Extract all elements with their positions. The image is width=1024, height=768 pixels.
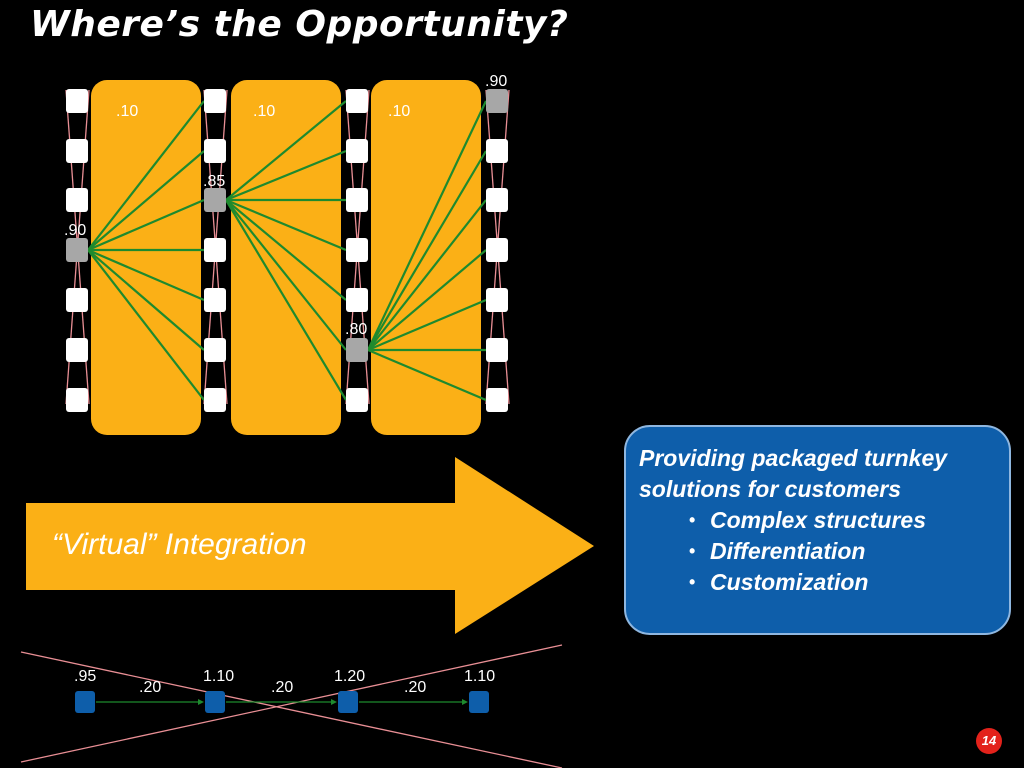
- firm-node: [66, 338, 88, 362]
- firm-node: [204, 338, 226, 362]
- chain-link-arrowhead: [462, 699, 468, 705]
- firm-node: [66, 89, 88, 113]
- chain-node-label: .95: [74, 668, 96, 685]
- linkage-line: [367, 249, 487, 351]
- stage-column: [231, 80, 341, 435]
- firm-node: [346, 89, 368, 113]
- chain-cross-line: [20, 651, 563, 768]
- firm-node: [346, 238, 368, 262]
- linkage-line: [225, 149, 347, 202]
- chain-link-label: .20: [139, 679, 161, 696]
- firm-node: [66, 188, 88, 212]
- firm-node: [486, 139, 508, 163]
- arrow-label: “Virtual” Integration: [52, 528, 307, 561]
- chain-node-label: 1.10: [203, 668, 234, 685]
- chain-link-label: .20: [404, 679, 426, 696]
- bullet-icon: •: [689, 572, 696, 592]
- linkage-line: [87, 100, 205, 251]
- firm-node: [204, 139, 226, 163]
- firm-node: [486, 388, 508, 412]
- firm-nodes: [66, 89, 508, 412]
- linkage-line: [225, 100, 347, 201]
- firm-node: [66, 388, 88, 412]
- linkage-line: [87, 249, 205, 401]
- linkage-line: [87, 150, 205, 251]
- chain-node: [469, 691, 489, 713]
- node-value-label: .80: [345, 321, 367, 338]
- chain-link-arrowhead: [198, 699, 204, 705]
- firm-node-highlighted: [346, 338, 368, 362]
- firm-node: [346, 139, 368, 163]
- node-value-label: .85: [203, 173, 225, 190]
- callout-bullet: •Complex structures: [685, 505, 999, 536]
- callout-bullet: •Differentiation: [685, 536, 999, 567]
- chain-node-label: 1.10: [464, 668, 495, 685]
- chain-link-arrowhead: [331, 699, 337, 705]
- integrated-chain: .95 1.10 1.20 1.10 .20 .20 .20: [20, 644, 563, 768]
- bullet-icon: •: [689, 541, 696, 561]
- firm-node: [66, 139, 88, 163]
- node-value-label: .90: [485, 73, 507, 90]
- chain-node: [205, 691, 225, 713]
- firm-node: [486, 238, 508, 262]
- linkage-lines: [87, 100, 487, 402]
- callout-bullet-list: •Complex structures •Differentiation •Cu…: [639, 505, 999, 598]
- page-title: Where’s the Opportunity?: [30, 4, 569, 45]
- firm-node: [66, 288, 88, 312]
- linkage-line: [225, 199, 347, 301]
- linkage-line: [225, 199, 347, 401]
- linkage-line: [367, 348, 487, 402]
- linkage-line: [367, 100, 487, 351]
- linkage-line: [225, 199, 347, 351]
- firm-node: [204, 238, 226, 262]
- column-label: .10: [388, 103, 410, 120]
- firm-node-highlighted: [204, 188, 226, 212]
- firm-node: [486, 338, 508, 362]
- chain-node: [338, 691, 358, 713]
- callout-heading: Providing packaged turnkey solutions for…: [639, 445, 948, 502]
- node-value-label: .90: [64, 222, 86, 239]
- linkage-line: [87, 249, 205, 351]
- firm-node: [346, 388, 368, 412]
- linkage-line: [225, 198, 347, 252]
- firm-node: [204, 388, 226, 412]
- opportunity-callout: Providing packaged turnkey solutions for…: [624, 425, 1011, 635]
- firm-node: [486, 188, 508, 212]
- firm-node: [346, 288, 368, 312]
- firm-node: [204, 89, 226, 113]
- callout-bullet: •Customization: [685, 567, 999, 598]
- column-label: .10: [116, 103, 138, 120]
- firm-node: [486, 288, 508, 312]
- stage-columns: [91, 80, 481, 435]
- chain-node-label: 1.20: [334, 668, 365, 685]
- firm-node: [346, 188, 368, 212]
- chain-node: [75, 691, 95, 713]
- page-number-badge: 14: [976, 728, 1002, 754]
- linkage-line: [367, 298, 487, 352]
- stage-column: [371, 80, 481, 435]
- firm-node-highlighted: [66, 238, 88, 262]
- linkage-line: [87, 248, 205, 302]
- bullet-icon: •: [689, 510, 696, 530]
- stage-column: [91, 80, 201, 435]
- linkage-line: [87, 198, 205, 252]
- linkage-line: [367, 199, 487, 351]
- chain-link-label: .20: [271, 679, 293, 696]
- firm-node: [204, 288, 226, 312]
- integration-arrow: [26, 457, 594, 634]
- chain-cross-line: [20, 644, 563, 763]
- column-label: .10: [253, 103, 275, 120]
- linkage-line: [367, 150, 487, 351]
- firm-node-highlighted: [486, 89, 508, 113]
